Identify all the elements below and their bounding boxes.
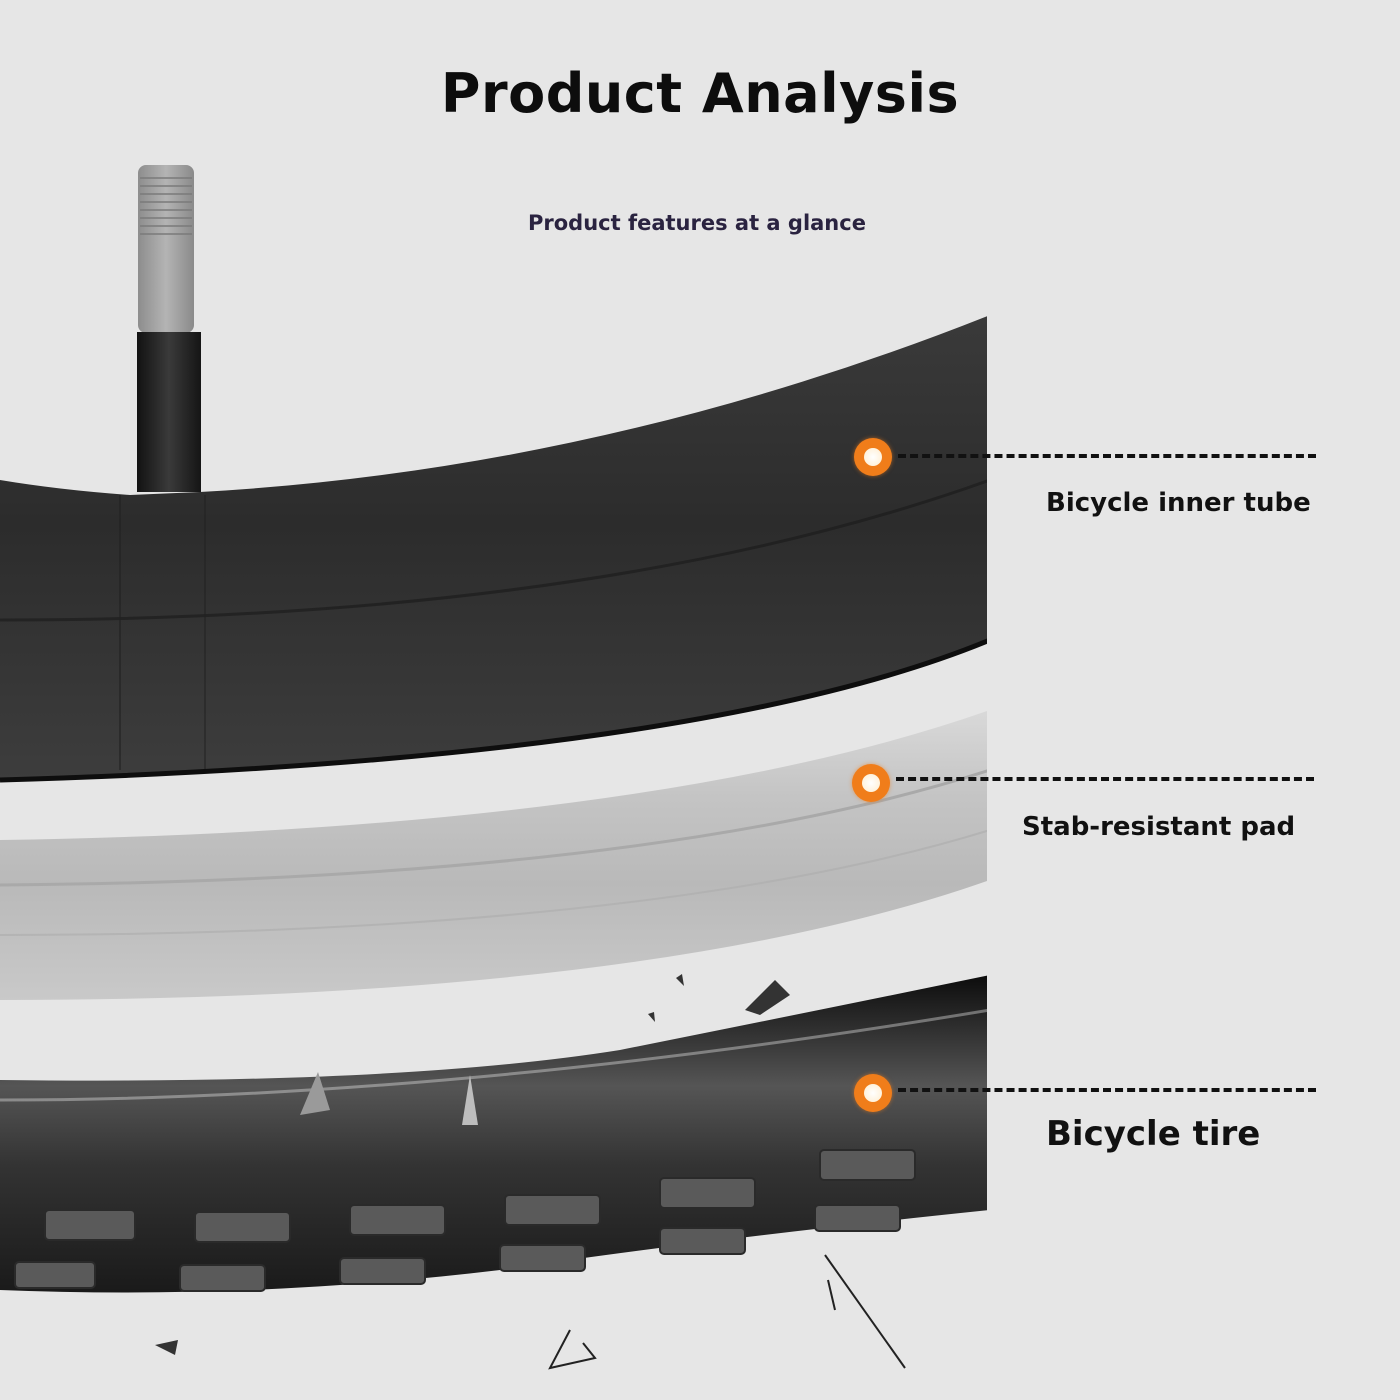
inner-tube-shape: [0, 316, 987, 780]
page-subtitle: Product features at a glance: [528, 211, 866, 235]
callout-label-stab-pad: Stab-resistant pad: [1022, 812, 1296, 842]
shard-fragments: [548, 1254, 906, 1370]
thorn-icon: [300, 1072, 330, 1115]
tire-shape: [0, 975, 987, 1293]
tire-tread: [14, 1149, 916, 1292]
hotspot-marker-icon[interactable]: [854, 438, 892, 476]
hotspot-marker-icon[interactable]: [854, 1074, 892, 1112]
callout-label-inner-tube: Bicycle inner tube: [1046, 488, 1311, 518]
callout-line-stab-pad: [896, 777, 1314, 781]
valve-stem: [137, 165, 201, 492]
callout-line-inner-tube: [898, 454, 1316, 458]
callout-line-tire: [898, 1088, 1316, 1092]
stab-resistant-pad-shape: [0, 711, 987, 1000]
page-title: Product Analysis: [440, 62, 960, 125]
debris: [155, 974, 790, 1355]
callout-label-tire: Bicycle tire: [1046, 1114, 1261, 1154]
nail-icon: [462, 1075, 478, 1125]
hotspot-marker-icon[interactable]: [852, 764, 890, 802]
